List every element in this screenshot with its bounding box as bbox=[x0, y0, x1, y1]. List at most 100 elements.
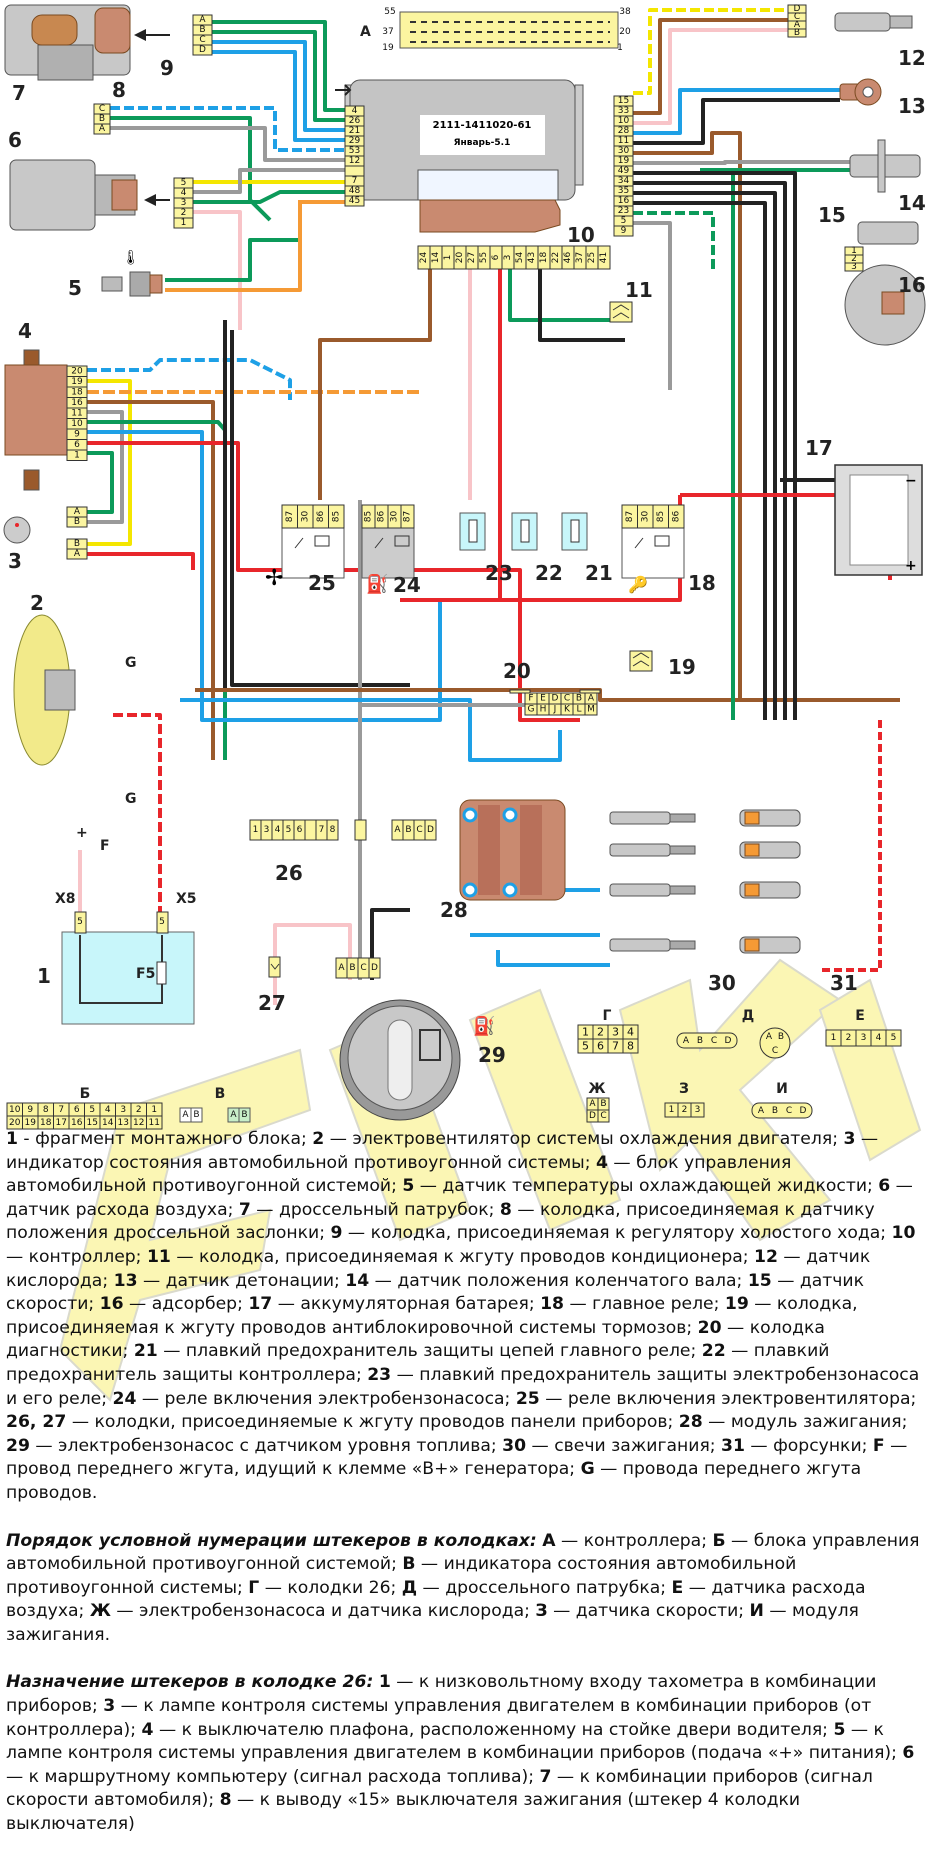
legend-text: — датчика скорости; bbox=[547, 1601, 750, 1622]
ignition-module-pin: A bbox=[394, 825, 401, 835]
legend-text: — реле включения электровентилятора; bbox=[539, 1388, 917, 1409]
pinout-b-pin: 6 bbox=[74, 1105, 80, 1115]
legend-text: — датчик детонации; bbox=[137, 1270, 346, 1291]
pinout-b-pin: 20 bbox=[9, 1118, 21, 1128]
callout-28: 28 bbox=[440, 898, 468, 922]
callout-19: 19 bbox=[668, 655, 696, 679]
legend: 1 - фрагмент монтажного блока; 2 — элект… bbox=[6, 1128, 920, 1861]
legend-key: В bbox=[402, 1554, 416, 1575]
diagnostic-20-pin: D bbox=[552, 694, 559, 704]
legend-key: 1 bbox=[378, 1672, 391, 1693]
connector-4-pin: 9 bbox=[74, 429, 80, 439]
fuel-pump-pin: B bbox=[349, 963, 355, 973]
diagnostic-20-pin: C bbox=[564, 694, 570, 704]
legend-key: 21 bbox=[133, 1341, 158, 1362]
connector-26-pin: 1 bbox=[253, 825, 259, 835]
pinout-g-pin: 6 bbox=[597, 1040, 604, 1053]
legend-key: Б bbox=[712, 1530, 726, 1551]
pinout-b-pin: 8 bbox=[43, 1105, 49, 1115]
pinout-b-pin: 15 bbox=[87, 1118, 98, 1128]
pinout-label: Ж bbox=[588, 1081, 605, 1097]
pinout-e-pin: 2 bbox=[846, 1033, 852, 1043]
connector-8[interactable]: CBA 8 bbox=[93, 78, 126, 135]
instrument-panel-connector-27[interactable]: 27 bbox=[258, 956, 286, 1015]
ignition-module-28: 28 bbox=[440, 799, 566, 922]
pinout-zh-pin: A bbox=[589, 1099, 596, 1109]
callout-7: 7 bbox=[12, 81, 26, 105]
relay-18-pin: 85 bbox=[656, 511, 666, 522]
pinout-b-pin: 10 bbox=[9, 1105, 21, 1115]
callout-8: 8 bbox=[112, 78, 126, 102]
legend-key: 23 bbox=[367, 1364, 392, 1385]
fuse-22[interactable]: 22 bbox=[511, 512, 563, 585]
legend-key: 15 bbox=[747, 1270, 772, 1291]
legend-text: — плавкий предохранитель защиты электроб… bbox=[6, 1364, 920, 1409]
pinout-e-pin: 5 bbox=[891, 1033, 897, 1043]
legend-key: 29 bbox=[6, 1435, 30, 1456]
legend-text: — контроллер; bbox=[6, 1246, 147, 1267]
connector-15[interactable]: 123 bbox=[844, 246, 864, 272]
callout-20: 20 bbox=[503, 659, 531, 683]
connector-x8-label: X8 bbox=[55, 891, 76, 907]
pinout-d-pin: D bbox=[725, 1036, 732, 1046]
relay-24-pin: 30 bbox=[390, 511, 400, 523]
fuse-f5-label: F5 bbox=[136, 966, 155, 982]
controller-right-pin: 49 bbox=[618, 166, 630, 176]
pinout-b-pin: 3 bbox=[120, 1105, 126, 1115]
pinout-z-pin: 3 bbox=[695, 1105, 701, 1115]
pinout-zh-pin: D bbox=[589, 1111, 596, 1121]
connector-4-pin: 1 bbox=[74, 450, 80, 460]
pinout-label: З bbox=[679, 1081, 689, 1097]
legend-key: Д bbox=[401, 1577, 418, 1598]
callout-22: 22 bbox=[535, 561, 563, 585]
connector-26-pin: 5 bbox=[286, 825, 292, 835]
controller-right-pin: 11 bbox=[618, 136, 629, 146]
legend-text: — к низковольтному входу тахометра в ком… bbox=[6, 1672, 877, 1717]
legend-key: 4 bbox=[596, 1152, 608, 1173]
pinout-g-pin: 5 bbox=[582, 1040, 589, 1053]
pin-marker-20: 20 bbox=[619, 27, 631, 37]
fuel-pump-pin: A bbox=[338, 963, 345, 973]
controller-bottom-pin: 55 bbox=[479, 252, 489, 263]
ground-symbol bbox=[335, 84, 352, 96]
fuse-21[interactable]: 21 bbox=[561, 512, 613, 585]
legend-key: 8 bbox=[499, 1199, 512, 1220]
pinout-v-pin: A bbox=[182, 1110, 189, 1120]
callout-1: 1 bbox=[37, 964, 51, 988]
ignition-module-pin: C bbox=[416, 825, 422, 835]
legend-key: 6 bbox=[902, 1743, 915, 1764]
pinout-b-pin: 4 bbox=[105, 1105, 111, 1115]
legend-key: 11 bbox=[146, 1246, 171, 1267]
connector-26-pin: 3 bbox=[264, 825, 270, 835]
battery-17: − + 17 bbox=[805, 436, 923, 576]
controller-bottom-pin: 27 bbox=[467, 252, 477, 263]
pinout-b-pin: 2 bbox=[136, 1105, 142, 1115]
abs-connector-19[interactable]: 19 bbox=[629, 650, 696, 679]
controller-10[interactable]: 2111-1411020-61 Январь-5.1 10 bbox=[344, 79, 595, 247]
fuse-23[interactable]: 23 bbox=[459, 512, 513, 585]
controller-part-number: 2111-1411020-61 bbox=[433, 120, 532, 131]
ac-connector-11[interactable]: 11 bbox=[609, 278, 653, 323]
connector-8-pin: A bbox=[99, 124, 106, 134]
connector-26-pin: 4 bbox=[275, 825, 281, 835]
controller-right-pin: 33 bbox=[618, 106, 629, 116]
connector-9-pin: D bbox=[199, 45, 206, 55]
pinout-b-pin: 17 bbox=[56, 1118, 67, 1128]
legend-text: — к маршрутному компьютеру (сигнал расхо… bbox=[6, 1766, 540, 1787]
